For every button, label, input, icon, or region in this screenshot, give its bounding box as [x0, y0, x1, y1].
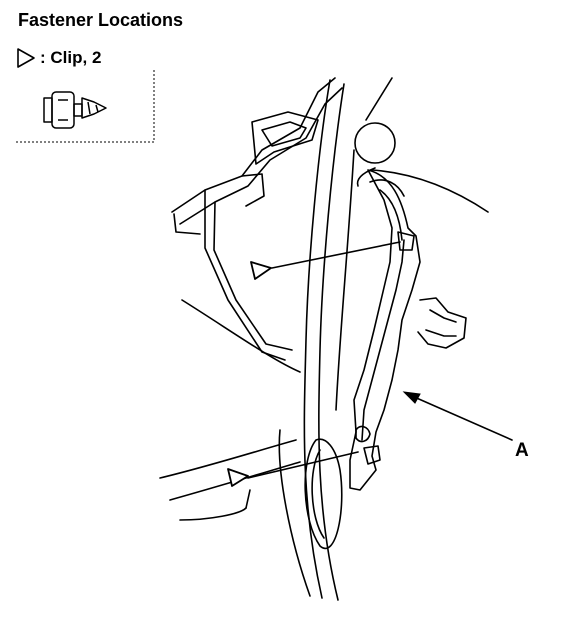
clip-legend-label: : Clip, 2 [40, 48, 102, 67]
page-title: Fastener Locations [18, 10, 184, 30]
rear-window-frame [171, 77, 343, 361]
clip-inset [16, 70, 155, 143]
triangle-outline-icon [17, 48, 35, 68]
clip-marker-lower [227, 468, 249, 487]
clip-leader-lines [247, 241, 401, 479]
callout-a-label: A [515, 440, 529, 461]
clip-marker-upper [250, 261, 272, 280]
body-side-panel [159, 79, 355, 601]
clip-legend: : Clip, 2 [16, 46, 101, 70]
upper-trim-lines [369, 169, 489, 213]
side-trim-panel-part-a [349, 169, 467, 491]
part-a-leader [411, 395, 513, 441]
part-a-arrow-head [402, 391, 421, 404]
clip-icon [43, 91, 107, 129]
